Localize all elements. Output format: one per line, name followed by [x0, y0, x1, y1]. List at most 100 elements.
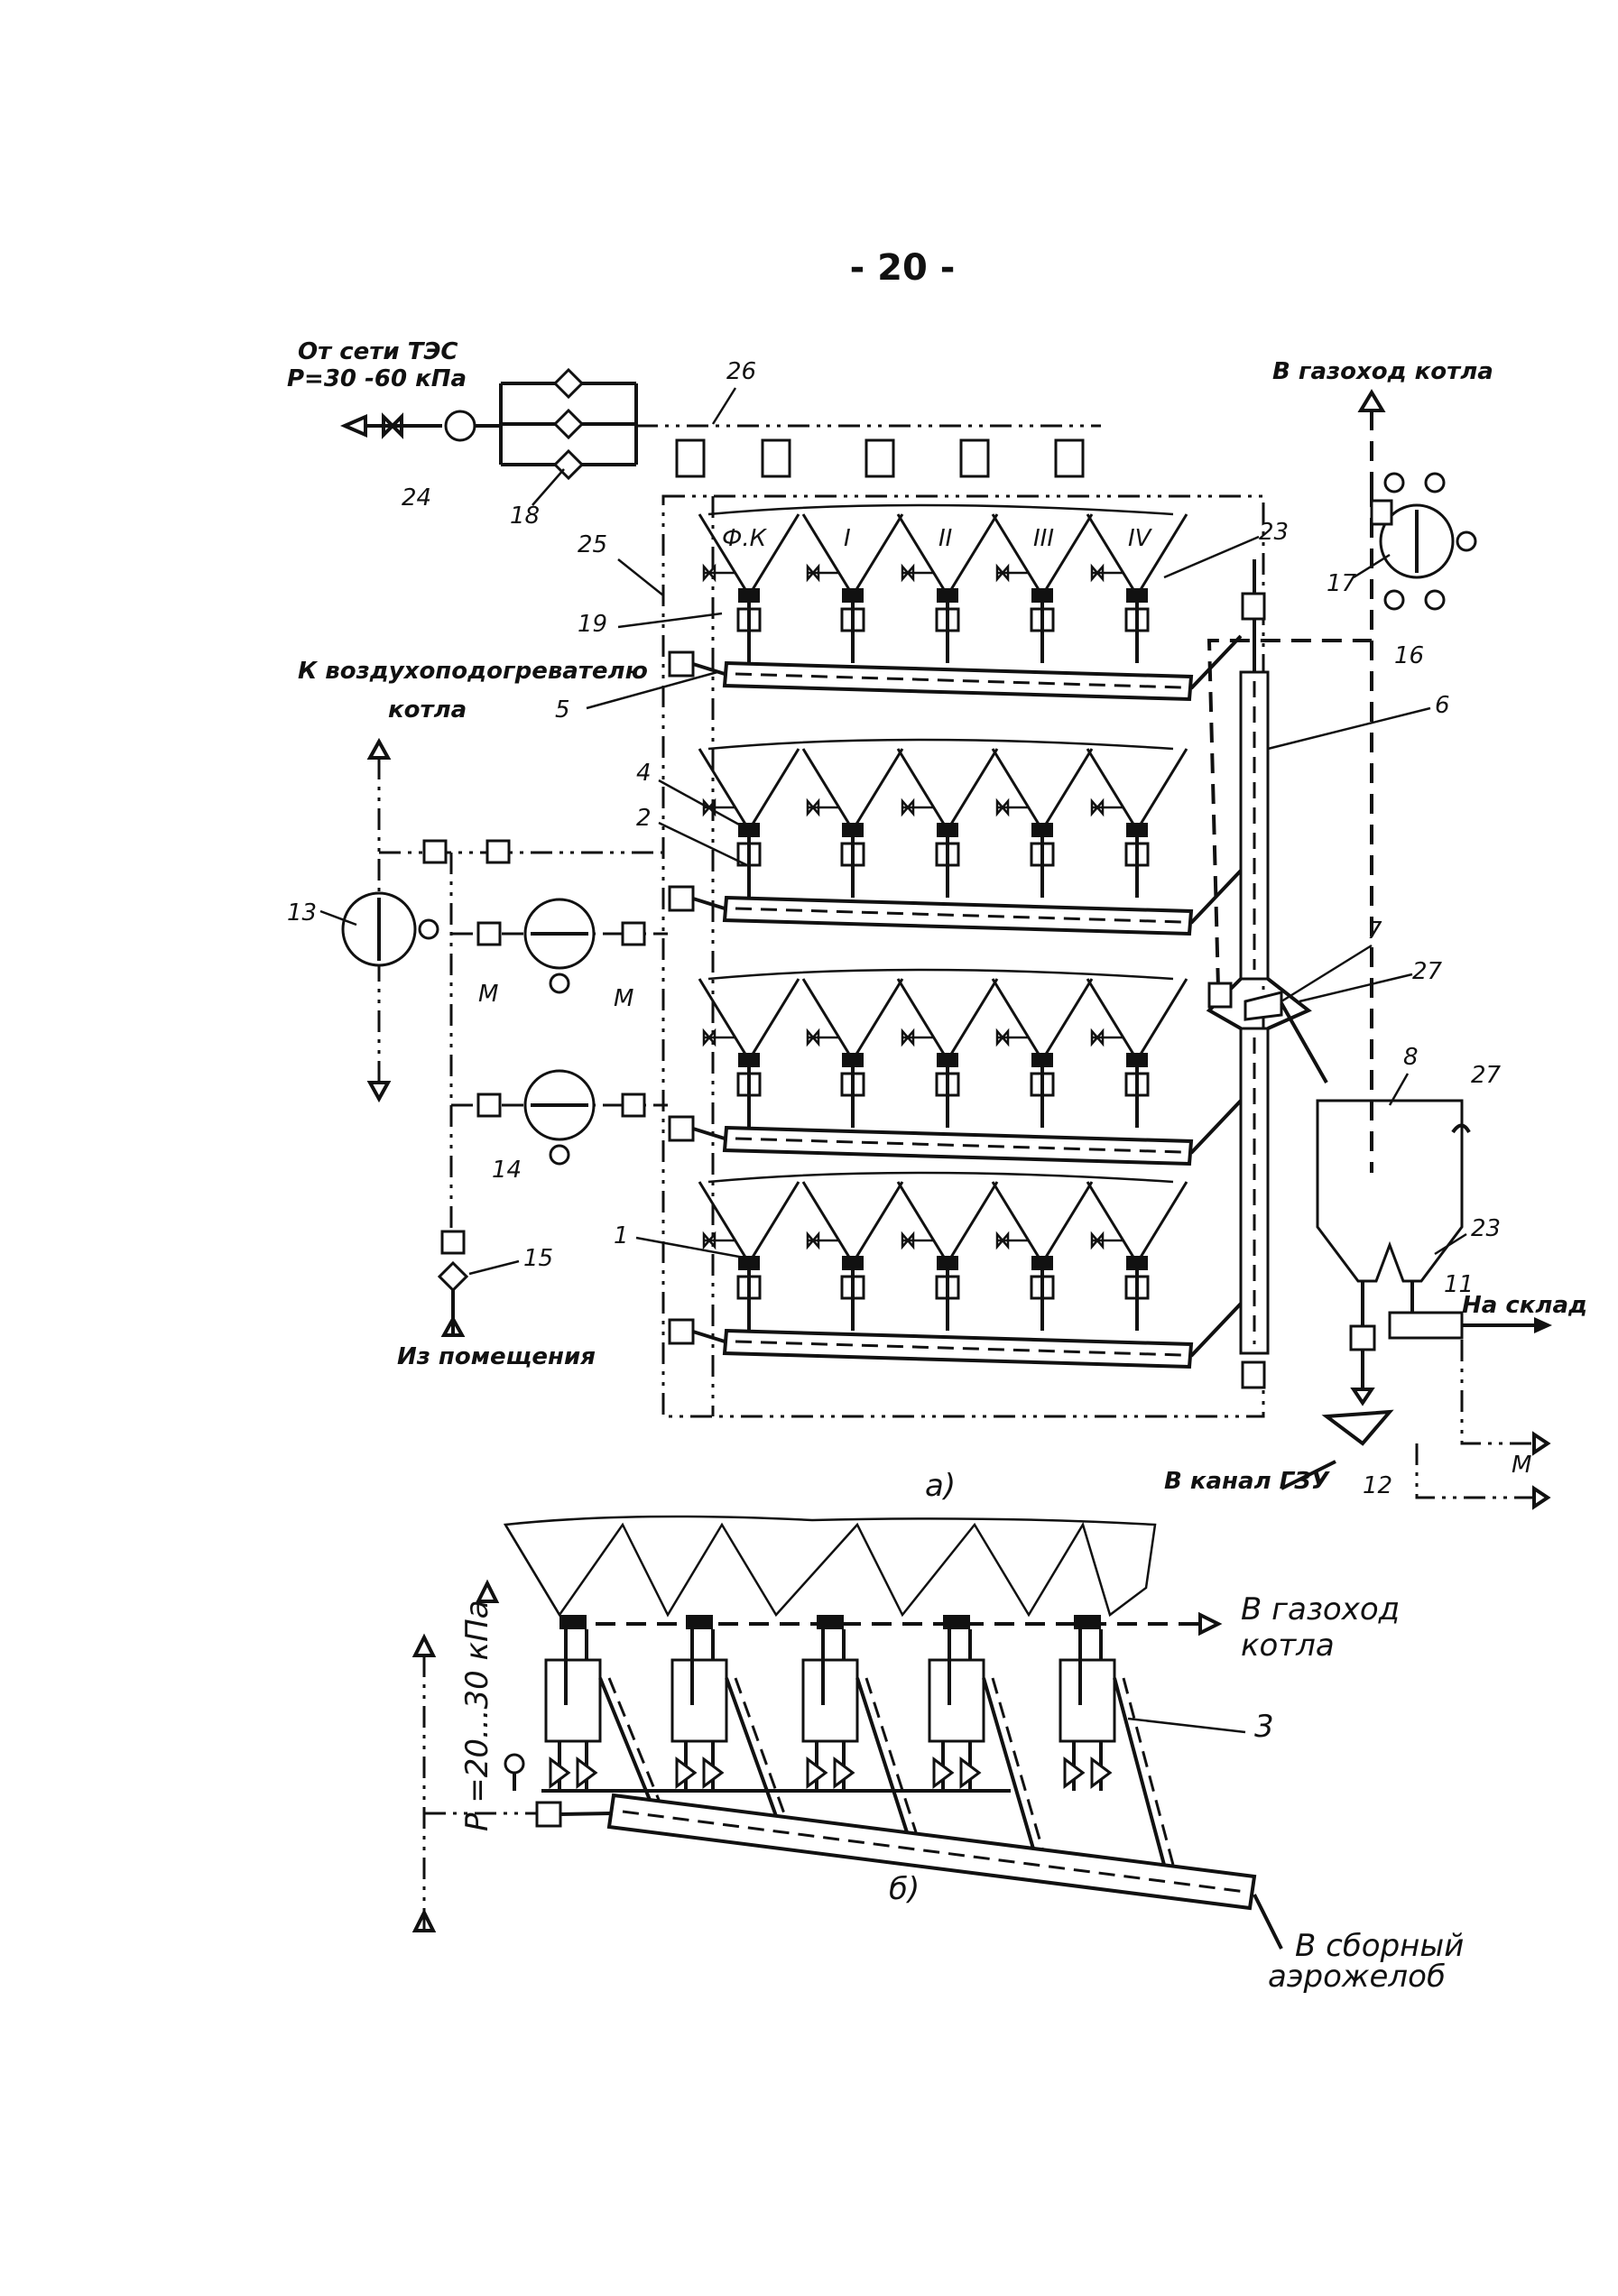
- to-storage-label: На склад: [1462, 1292, 1587, 1319]
- valve-icon: [702, 1757, 725, 1789]
- label-18: 18: [510, 503, 540, 530]
- valve-icon: [1090, 1757, 1113, 1789]
- to-air-heater-label: К воздухоподогревателю: [298, 658, 648, 685]
- aerochute-air-pipe: [692, 1330, 726, 1343]
- hopper-row-top: [707, 503, 1174, 516]
- air-valve-icon: [702, 1028, 717, 1047]
- silo-boundary: [661, 494, 1265, 1418]
- fig-b-chamber-2: [670, 1615, 787, 1817]
- to-gzu-label: В канал ГЗУ: [1164, 1468, 1331, 1495]
- discharge-pipe-inner: [991, 1677, 1044, 1849]
- label-11: 11: [1444, 1271, 1474, 1298]
- top-valve-row: [675, 438, 1085, 478]
- mixer-11: [1388, 1311, 1464, 1340]
- hopper: [991, 748, 1094, 833]
- label-5: 5: [555, 696, 570, 724]
- gate-valve-icon: [1031, 1256, 1053, 1270]
- hopper-row-3: [668, 968, 1243, 1166]
- label-6: 6: [1435, 692, 1450, 719]
- label-3: 3: [1254, 1709, 1274, 1745]
- fig-b-collector-label-2: аэрожелоб: [1268, 1959, 1446, 1995]
- figure-b: В газоход котла Р =20...30 кПа В сборный…: [411, 1515, 1464, 1995]
- gate-valve-icon: [1126, 588, 1148, 603]
- gate-valve-icon: [559, 1615, 587, 1629]
- air-valve-icon: [1090, 1028, 1105, 1047]
- gate-valve-icon: [1031, 1053, 1053, 1067]
- air-valve-icon: [901, 1028, 915, 1047]
- valve-icon: [675, 1757, 698, 1789]
- gate-valve-icon: [937, 1256, 958, 1270]
- pressure-chamber: [1059, 1658, 1116, 1743]
- air-valve-icon: [702, 563, 717, 583]
- hopper: [1086, 748, 1188, 833]
- air-valve-icon: [806, 563, 820, 583]
- hopper-row-top: [707, 1171, 1174, 1184]
- hopper: [991, 978, 1094, 1063]
- compressed-air-inlet: [339, 367, 1101, 481]
- air-valve-icon: [995, 798, 1010, 817]
- hopper: [896, 978, 999, 1063]
- air-valve-icon: [806, 1231, 820, 1250]
- label-12: 12: [1363, 1472, 1392, 1499]
- discharge-pipe: [982, 1677, 1035, 1849]
- column-label-1: I: [844, 525, 851, 552]
- gate-valve-icon: [738, 588, 760, 603]
- to-air-heater-label-2: котла: [388, 696, 467, 724]
- filter-15-icon: [437, 1260, 469, 1293]
- aerochute-outlet: [1189, 1099, 1243, 1155]
- hopper-row-2: [668, 738, 1243, 936]
- air-valve-icon: [901, 563, 915, 583]
- wetting-device-12: [1321, 1409, 1394, 1446]
- label-7: 7: [1367, 917, 1382, 945]
- aerochute-air-valve: [668, 885, 695, 912]
- column-label-2: II: [938, 525, 952, 552]
- label-14: 14: [492, 1157, 522, 1184]
- manometer-label: М: [1512, 1452, 1531, 1479]
- label-23-top: 23: [1259, 519, 1289, 546]
- manometer-14a: М: [478, 981, 498, 1008]
- hopper: [1086, 1181, 1188, 1266]
- air-valve-icon: [995, 563, 1010, 583]
- discharge-pipe: [598, 1677, 652, 1801]
- discharge-pipe-inner: [864, 1677, 918, 1833]
- label-15: 15: [523, 1245, 553, 1272]
- gate-valve-icon: [1031, 823, 1053, 837]
- to-flue-label: В газоход котла: [1272, 358, 1493, 385]
- discharge-pipe-inner: [734, 1677, 787, 1817]
- air-source-label: От сети ТЭС: [298, 338, 458, 365]
- aerochute-trough: [722, 895, 1194, 936]
- hopper-row-top: [707, 968, 1174, 981]
- air-valve-icon: [995, 1231, 1010, 1250]
- valve-icon: [833, 1757, 855, 1789]
- fig-b-to-flue-label-2: котла: [1241, 1627, 1335, 1664]
- gate-valve-icon: [842, 1256, 864, 1270]
- compressor-24-icon: [444, 410, 476, 442]
- valve-icon: [1063, 1757, 1086, 1789]
- aerochute-trough: [722, 1125, 1194, 1166]
- discharge-pipe: [725, 1677, 778, 1817]
- hopper-row-4: [668, 1171, 1243, 1369]
- fig-b-chamber-4: [928, 1615, 1044, 1849]
- column-label-fk: Ф.К: [722, 525, 768, 552]
- intermediate-bin-8: [1316, 1099, 1464, 1283]
- label-2: 2: [636, 805, 652, 832]
- air-valve-icon: [806, 1028, 820, 1047]
- valve-icon: [932, 1757, 955, 1789]
- discharge-pipe: [855, 1677, 909, 1833]
- air-valve-icon: [702, 1231, 717, 1250]
- label-19: 19: [578, 611, 607, 638]
- discharge-pipe-inner: [1122, 1677, 1175, 1866]
- label-27-a: 27: [1412, 958, 1443, 985]
- air-valve-icon: [1090, 563, 1105, 583]
- label-27-b: 27: [1471, 1062, 1502, 1089]
- label-13: 13: [287, 899, 317, 927]
- hopper-rows: [668, 503, 1243, 1369]
- page-number: - 20 -: [850, 247, 956, 289]
- air-valve-icon: [901, 798, 915, 817]
- label-23-bin: 23: [1471, 1215, 1501, 1242]
- hopper: [801, 748, 904, 833]
- valve-icon: [576, 1757, 598, 1789]
- hopper-row-top: [707, 738, 1174, 751]
- gate-valve-icon: [937, 1053, 958, 1067]
